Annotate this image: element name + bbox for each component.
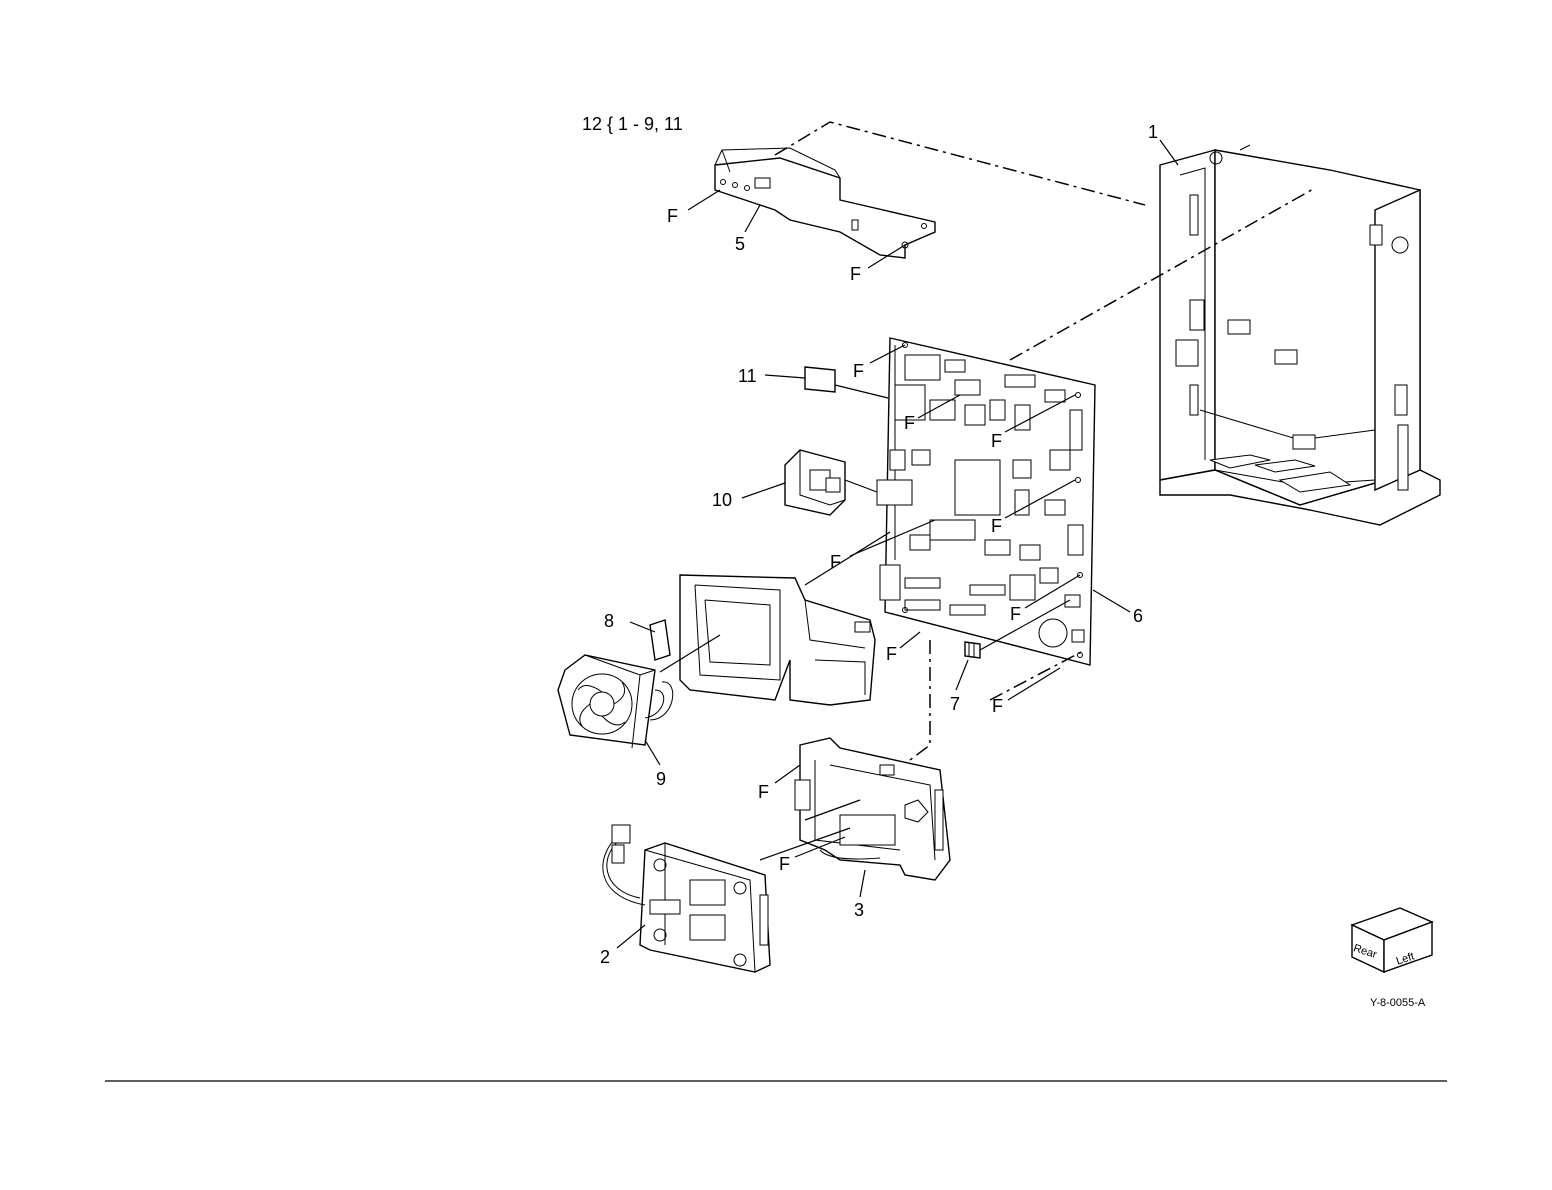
callout-fastener: F [830, 552, 841, 572]
callout-9: 9 [656, 769, 666, 789]
orientation-cube: Rear Left [1352, 908, 1432, 972]
callout-2: 2 [600, 947, 610, 967]
callout-fastener: F [1010, 604, 1021, 624]
callout-fastener: F [853, 361, 864, 381]
part-5-bracket [715, 148, 935, 258]
callout-1: 1 [1148, 122, 1158, 142]
callout-10: 10 [712, 490, 732, 510]
part-11-label [805, 367, 835, 392]
group-label: 12 { 1 - 9, 11 [582, 114, 683, 134]
part-7-connector [965, 642, 980, 658]
callout-fastener: F [667, 206, 678, 226]
callout-8: 8 [604, 611, 614, 631]
callout-fastener: F [904, 413, 915, 433]
callout-fastener: F [886, 644, 897, 664]
part-1-chassis-frame [1160, 145, 1440, 525]
callout-fastener: F [991, 431, 1002, 451]
callout-fastener: F [992, 696, 1003, 716]
callout-fastener: F [758, 782, 769, 802]
callout-6: 6 [1133, 606, 1143, 626]
callout-fastener: F [850, 264, 861, 284]
callout-11: 11 [738, 366, 757, 386]
part-8-duct [650, 575, 875, 705]
part-3-housing [795, 738, 950, 880]
part-10-cover [785, 450, 845, 515]
callout-5: 5 [735, 234, 745, 254]
callout-fastener: F [779, 854, 790, 874]
callout-fastener: F [991, 516, 1002, 536]
part-2-unit [603, 825, 770, 972]
callout-3: 3 [854, 900, 864, 920]
figure-id: Y-8-0055-A [1370, 997, 1426, 1009]
part-9-fan [558, 655, 673, 748]
callout-7: 7 [950, 694, 960, 714]
part-6-circuit-board [877, 338, 1095, 665]
